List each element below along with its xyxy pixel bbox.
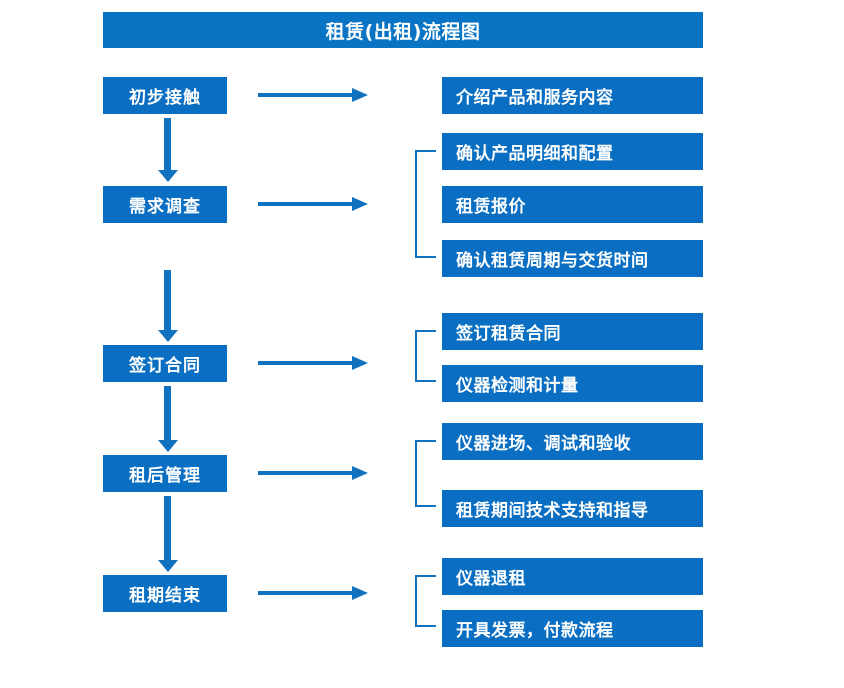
- arrow-head: [158, 330, 178, 342]
- chart-title: 租赁(出租)流程图: [103, 12, 703, 48]
- detail-box-sign-rental-contract[interactable]: 签订租赁合同: [442, 313, 703, 350]
- arrow-shaft: [258, 591, 354, 595]
- detail-box-rental-quotation[interactable]: 租赁报价: [442, 186, 703, 223]
- stage-box-needs-survey[interactable]: 需求调查: [103, 186, 227, 223]
- vertical-arrow-contact-to-survey: [158, 118, 178, 182]
- horizontal-arrow-rental-end: [258, 586, 368, 600]
- vertical-arrow-mgmt-to-end: [158, 496, 178, 572]
- detail-box-instrument-entry-accept[interactable]: 仪器进场、调试和验收: [442, 423, 703, 460]
- arrow-head: [352, 356, 368, 370]
- arrow-shaft: [258, 361, 354, 365]
- detail-box-confirm-product-spec[interactable]: 确认产品明细和配置: [442, 133, 703, 170]
- detail-box-confirm-period-delivery[interactable]: 确认租赁周期与交货时间: [442, 240, 703, 277]
- bracket-sign-contract-group: [415, 330, 436, 382]
- vertical-arrow-survey-to-contract: [158, 270, 178, 342]
- stage-box-initial-contact[interactable]: 初步接触: [103, 77, 227, 114]
- vertical-arrow-contract-to-mgmt: [158, 386, 178, 452]
- stage-box-sign-contract[interactable]: 签订合同: [103, 345, 227, 382]
- arrow-head: [352, 88, 368, 102]
- arrow-head: [158, 440, 178, 452]
- detail-box-instrument-return[interactable]: 仪器退租: [442, 558, 703, 595]
- bracket-needs-survey-group: [415, 150, 436, 258]
- arrow-head: [352, 586, 368, 600]
- detail-box-instrument-test-metering[interactable]: 仪器检测和计量: [442, 365, 703, 402]
- arrow-head: [158, 560, 178, 572]
- detail-box-invoice-payment-process[interactable]: 开具发票，付款流程: [442, 610, 703, 647]
- arrow-shaft: [258, 93, 354, 97]
- arrow-shaft: [164, 496, 171, 560]
- bracket-rental-end-group: [415, 575, 436, 627]
- horizontal-arrow-needs-survey: [258, 197, 368, 211]
- arrow-head: [158, 170, 178, 182]
- arrow-shaft: [164, 118, 171, 170]
- stage-box-rental-end[interactable]: 租期结束: [103, 575, 227, 612]
- horizontal-arrow-post-rental-mgmt: [258, 466, 368, 480]
- horizontal-arrow-sign-contract: [258, 356, 368, 370]
- arrow-shaft: [164, 386, 171, 440]
- arrow-head: [352, 466, 368, 480]
- arrow-head: [352, 197, 368, 211]
- arrow-shaft: [164, 270, 171, 330]
- arrow-shaft: [258, 471, 354, 475]
- stage-box-post-rental-mgmt[interactable]: 租后管理: [103, 455, 227, 492]
- detail-box-tech-support-guidance[interactable]: 租赁期间技术支持和指导: [442, 490, 703, 527]
- arrow-shaft: [258, 202, 354, 206]
- bracket-post-rental-mgmt-group: [415, 440, 436, 507]
- detail-box-introduce-products[interactable]: 介绍产品和服务内容: [442, 77, 703, 114]
- horizontal-arrow-initial-contact: [258, 88, 368, 102]
